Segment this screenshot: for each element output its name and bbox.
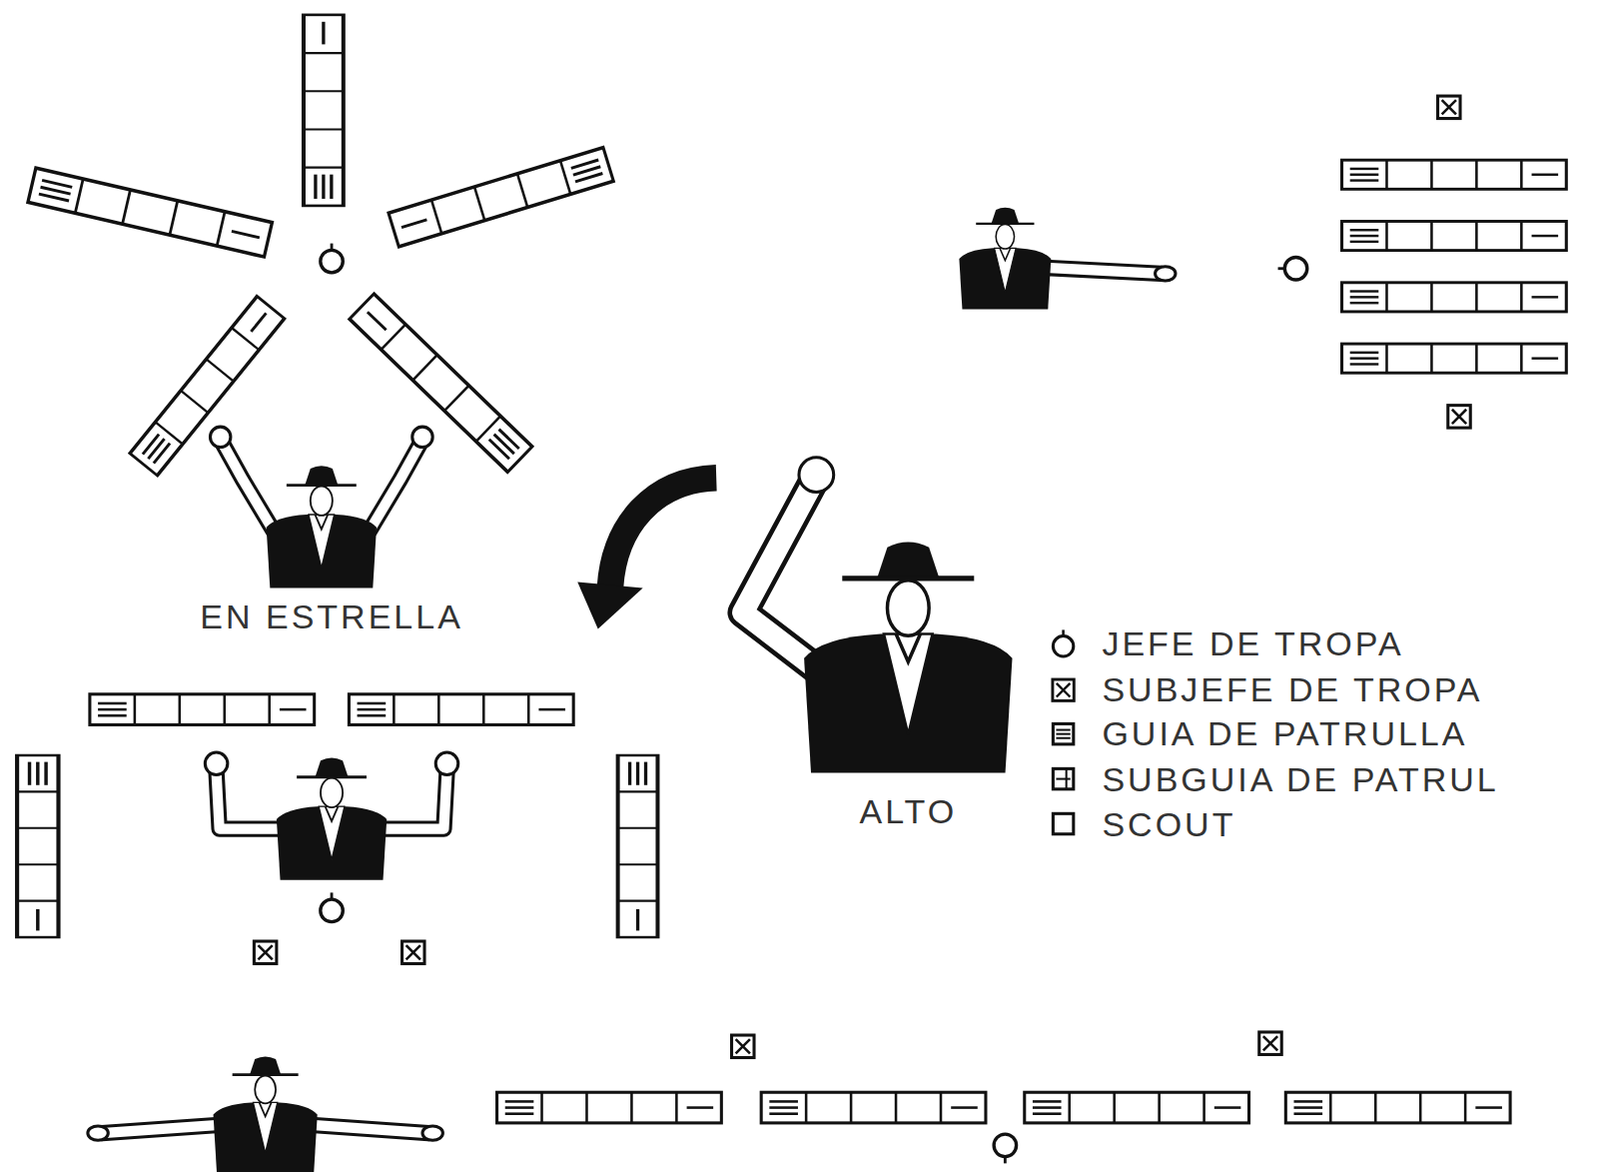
arm <box>222 442 274 531</box>
patrol-row <box>1285 1091 1511 1123</box>
legend-sample <box>1052 768 1073 789</box>
patrol-row <box>129 296 285 476</box>
assistant-leader-symbol <box>1259 1031 1282 1054</box>
caption-box: ALTO <box>858 793 957 830</box>
legend-text: SUBGUIA DE PATRUL <box>1101 761 1499 799</box>
arm <box>377 771 447 828</box>
patrol-row <box>89 694 315 726</box>
scout-figure <box>803 541 1012 773</box>
legend-item: SUBJEFE DE TROPA <box>1101 671 1483 709</box>
fist <box>209 426 230 447</box>
arm <box>101 1124 219 1133</box>
patrol-row <box>618 755 659 937</box>
arm <box>369 442 421 531</box>
arm <box>101 1124 219 1133</box>
scout-figure <box>276 757 387 879</box>
scout-figure <box>266 465 377 588</box>
legend-text: SCOUT <box>1101 805 1236 843</box>
arrow-head <box>577 581 643 629</box>
assistant-leader-symbol <box>253 940 276 963</box>
patrol-row <box>348 694 574 726</box>
patrol-row <box>349 293 533 472</box>
arm <box>1040 267 1162 274</box>
arm <box>743 483 817 669</box>
arm <box>216 771 286 828</box>
patrol-row <box>1342 220 1568 250</box>
fist <box>412 426 433 447</box>
patrol-row <box>16 755 58 937</box>
assistant-leader-symbol <box>732 1034 755 1057</box>
patrol-row <box>303 14 344 206</box>
legend-sample <box>1052 679 1074 701</box>
formation-caption: EN ESTRELLA <box>199 598 464 636</box>
troop-leader-symbol <box>1278 257 1308 280</box>
legend-item: SUBGUIA DE PATRUL <box>1101 761 1499 799</box>
formation-caption: ALTO <box>858 793 957 830</box>
legend-text: SUBJEFE DE TROPA <box>1101 671 1483 709</box>
patrol-row <box>27 167 272 257</box>
legend-sample <box>1052 812 1073 833</box>
assistant-leader-symbol <box>1438 95 1461 118</box>
legend-sample <box>1052 723 1073 744</box>
legend-text: JEFE DE TROPA <box>1101 625 1404 663</box>
hand <box>87 1125 108 1140</box>
patrol-row <box>1342 159 1568 189</box>
fist <box>204 752 227 775</box>
hand <box>422 1125 443 1140</box>
patrol-row <box>1342 343 1568 373</box>
troop-leader-symbol <box>320 891 343 921</box>
legend-sample <box>1052 629 1073 657</box>
arm <box>743 483 817 669</box>
caption-box: EN ESTRELLA <box>199 598 464 636</box>
patrol-row <box>388 147 614 247</box>
patrol-row <box>1024 1091 1250 1123</box>
arm <box>369 442 421 531</box>
arm <box>216 771 286 828</box>
fist <box>799 457 834 493</box>
arm <box>311 1124 429 1133</box>
legend-text: GUIA DE PATRULLA <box>1101 715 1468 753</box>
legend-item: JEFE DE TROPA <box>1101 625 1404 663</box>
fist <box>435 752 458 775</box>
curved-arrow <box>610 477 717 587</box>
legend-item: SCOUT <box>1101 805 1236 843</box>
arm <box>311 1124 429 1133</box>
hand <box>1155 266 1176 281</box>
scout-figure <box>958 207 1051 310</box>
patrol-row <box>497 1091 723 1123</box>
troop-leader-symbol <box>993 1133 1016 1163</box>
troop-leader-symbol <box>320 243 343 273</box>
arm <box>222 442 274 531</box>
scout-figure <box>213 1055 318 1172</box>
assistant-leader-symbol <box>402 940 425 963</box>
patrol-row <box>1342 282 1568 312</box>
arm <box>377 771 447 828</box>
arm <box>1040 267 1162 274</box>
assistant-leader-symbol <box>1448 405 1471 428</box>
legend-item: GUIA DE PATRULLA <box>1101 715 1468 753</box>
patrol-row <box>761 1091 986 1123</box>
